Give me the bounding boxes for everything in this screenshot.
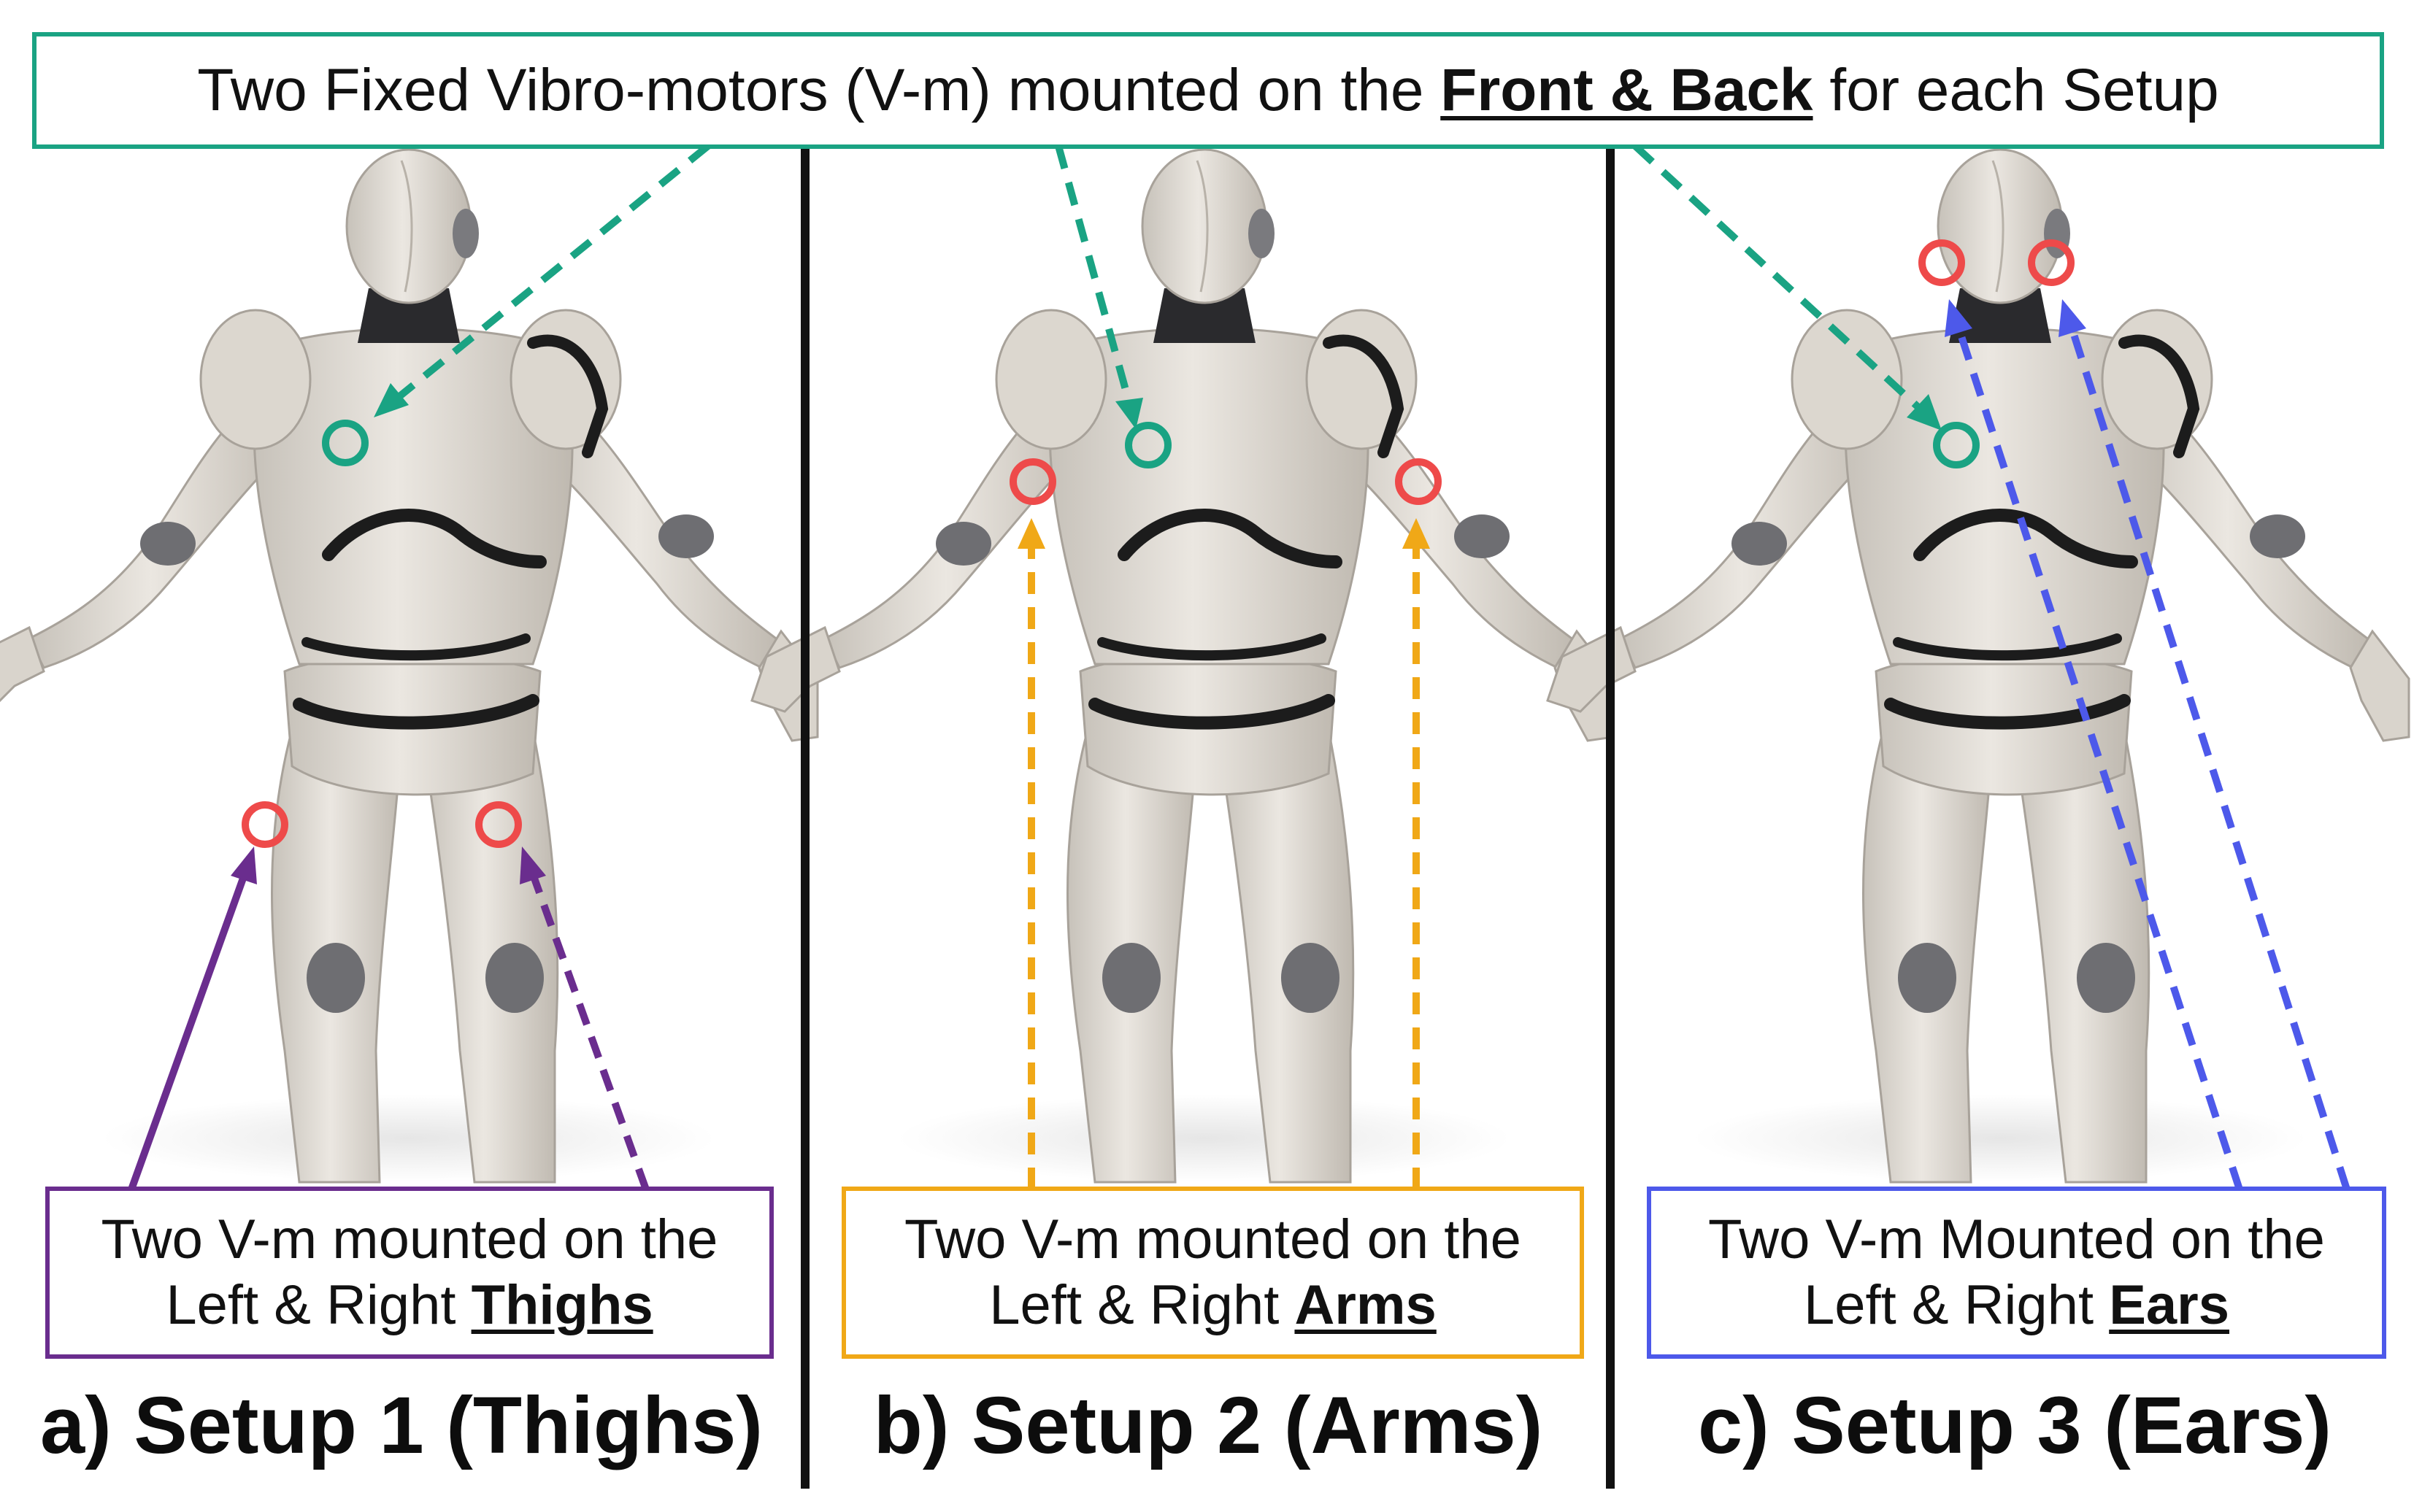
- setup-3-label-box: Two V-m Mounted on the Left & Right Ears: [1647, 1187, 2386, 1359]
- front-back-arrow-2: [1055, 144, 1131, 399]
- thigh-arrowhead-right: [520, 846, 546, 884]
- front-back-header-box: Two Fixed Vibro-motors (V-m) mounted on …: [32, 32, 2384, 149]
- ear-marker-right: [2028, 239, 2075, 286]
- setup-3-label-line1: Two V-m Mounted on the: [1708, 1208, 2325, 1271]
- arm-arrowhead-right: [1402, 518, 1430, 549]
- header-text-post: for each Setup: [1813, 56, 2219, 123]
- setup-1-label-box: Two V-m mounted on the Left & Right Thig…: [45, 1187, 774, 1359]
- arm-marker-left: [1010, 458, 1056, 505]
- front-back-arrowhead-1: [374, 383, 409, 417]
- setup-1-label-line2: Left & Right: [166, 1274, 472, 1336]
- setup-2-label-line2: Left & Right: [989, 1274, 1295, 1336]
- arm-arrowhead-left: [1018, 518, 1045, 549]
- front-back-arrow-1: [395, 143, 711, 401]
- setup-3-caption: c) Setup 3 (Ears): [1697, 1380, 2332, 1470]
- thigh-arrow-left: [128, 873, 248, 1191]
- setup-1-caption: a) Setup 1 (Thighs): [40, 1380, 763, 1470]
- setup-3-label-line2: Left & Right: [1803, 1274, 2110, 1336]
- setup-2-label-box: Two V-m mounted on the Left & Right Arms: [842, 1187, 1584, 1359]
- front-back-marker-1: [322, 420, 369, 466]
- robot-figure-setup-2: [752, 150, 1613, 1182]
- ear-arrowhead-right: [2059, 299, 2086, 337]
- front-back-marker-3: [1933, 422, 1980, 468]
- setup-3-label-emphasis: Ears: [2109, 1274, 2230, 1336]
- front-back-arrowhead-2: [1115, 398, 1143, 429]
- thigh-arrowhead-left: [231, 846, 257, 884]
- robot-figure-setup-3: [1548, 150, 2409, 1182]
- thigh-arrow-right: [529, 873, 650, 1191]
- robot-figure-setup-1: [0, 150, 818, 1182]
- front-back-arrow-3: [1632, 143, 1923, 412]
- header-text-emphasis: Front & Back: [1440, 56, 1813, 123]
- header-text-pre: Two Fixed Vibro-motors (V-m) mounted on …: [197, 56, 1441, 123]
- setup-1-label-emphasis: Thighs: [471, 1274, 653, 1336]
- setup-2-label-emphasis: Arms: [1294, 1274, 1437, 1336]
- setup-1-label-line1: Two V-m mounted on the: [101, 1208, 718, 1271]
- arm-marker-right: [1395, 458, 1442, 505]
- ear-marker-left: [1918, 239, 1965, 286]
- setup-2-caption: b) Setup 2 (Arms): [873, 1380, 1543, 1470]
- setup-2-label-line1: Two V-m mounted on the: [904, 1208, 1521, 1271]
- header-text: Two Fixed Vibro-motors (V-m) mounted on …: [197, 55, 2218, 126]
- thigh-marker-right: [475, 801, 522, 848]
- ear-arrowhead-left: [1945, 299, 1972, 337]
- front-back-arrowhead-3: [1907, 394, 1942, 431]
- thigh-marker-left: [242, 801, 288, 848]
- front-back-marker-2: [1125, 422, 1172, 468]
